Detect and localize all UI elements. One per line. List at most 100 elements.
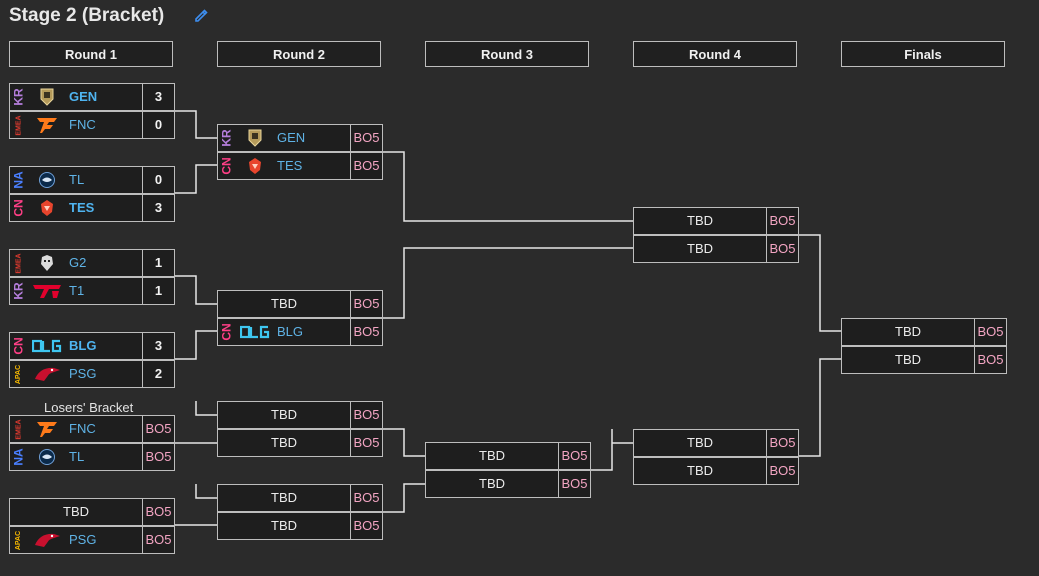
region-label: CN: [220, 323, 234, 341]
series-format: BO5: [350, 319, 382, 345]
team-name: BLG: [69, 338, 97, 353]
round-1-header[interactable]: Round 1: [9, 41, 173, 67]
psg-logo-icon: [32, 365, 62, 383]
series-format: BO5: [558, 471, 590, 497]
g2-logo-icon: [32, 254, 62, 272]
blg-logo-icon: [239, 323, 270, 341]
series-format: BO5: [142, 499, 174, 525]
gen-logo-icon: [240, 129, 270, 147]
team-score: 0: [142, 112, 174, 138]
tl-logo-icon: [32, 448, 62, 466]
team-row-tes[interactable]: CN TES 3: [9, 194, 175, 222]
team-row-fnc[interactable]: EMEA FNC 0: [9, 111, 175, 139]
team-row-t1[interactable]: KR T1 1: [9, 277, 175, 305]
team-name: FNC: [69, 421, 96, 436]
region-tag: CN: [218, 319, 236, 345]
region-tag: CN: [10, 333, 28, 359]
tbd-row[interactable]: TBD BO5: [841, 346, 1007, 374]
team-row-psg[interactable]: APAC PSG 2: [9, 360, 175, 388]
region-label: APAC: [15, 530, 23, 550]
tbd-row[interactable]: TBD BO5: [217, 484, 383, 512]
team-score: 3: [142, 84, 174, 110]
tbd-label: TBD: [271, 490, 297, 505]
round-4-header[interactable]: Round 4: [633, 41, 797, 67]
team-name: FNC: [69, 117, 96, 132]
series-format: BO5: [766, 430, 798, 456]
fnc-logo-icon: [32, 116, 62, 134]
team-score: 2: [142, 361, 174, 387]
team-name: TL: [69, 449, 85, 464]
finals-header[interactable]: Finals: [841, 41, 1005, 67]
region-tag: CN: [10, 195, 28, 221]
psg-logo-icon: [32, 531, 62, 549]
region-tag: EMEA: [10, 112, 28, 138]
tbd-label: TBD: [63, 504, 89, 519]
series-format: BO5: [142, 444, 174, 470]
region-tag: KR: [10, 84, 28, 110]
series-format: BO5: [350, 430, 382, 456]
region-label: CN: [12, 337, 26, 355]
region-label: APAC: [15, 364, 23, 384]
team-name: TES: [69, 200, 95, 215]
team-score: 3: [142, 195, 174, 221]
region-label: EMEA: [15, 418, 23, 440]
series-format: BO5: [350, 153, 382, 179]
series-format: BO5: [766, 208, 798, 234]
series-format: BO5: [974, 347, 1006, 373]
team-score: 1: [142, 250, 174, 276]
team-name: T1: [69, 283, 85, 298]
region-label: KR: [12, 282, 26, 300]
tl-logo-icon: [32, 171, 62, 189]
team-name: TL: [69, 172, 85, 187]
tbd-label: TBD: [687, 463, 713, 478]
region-tag: EMEA: [10, 416, 28, 442]
round-2-header[interactable]: Round 2: [217, 41, 381, 67]
tbd-label: TBD: [895, 324, 921, 339]
region-tag: CN: [218, 153, 236, 179]
tes-logo-icon: [32, 199, 62, 217]
region-tag: EMEA: [10, 250, 28, 276]
edit-icon[interactable]: [193, 8, 209, 24]
team-name: PSG: [69, 366, 97, 381]
tbd-row[interactable]: TBD BO5: [9, 498, 175, 526]
tbd-label: TBD: [271, 518, 297, 533]
blg-logo-icon: [31, 337, 62, 355]
region-tag: APAC: [10, 361, 28, 387]
round-3-header[interactable]: Round 3: [425, 41, 589, 67]
region-label: KR: [12, 88, 26, 106]
team-score: 1: [142, 278, 174, 304]
region-label: EMEA: [15, 114, 23, 136]
tbd-label: TBD: [479, 448, 505, 463]
tbd-label: TBD: [895, 352, 921, 367]
losers-bracket-label: Losers' Bracket: [44, 400, 134, 415]
series-format: BO5: [350, 485, 382, 511]
